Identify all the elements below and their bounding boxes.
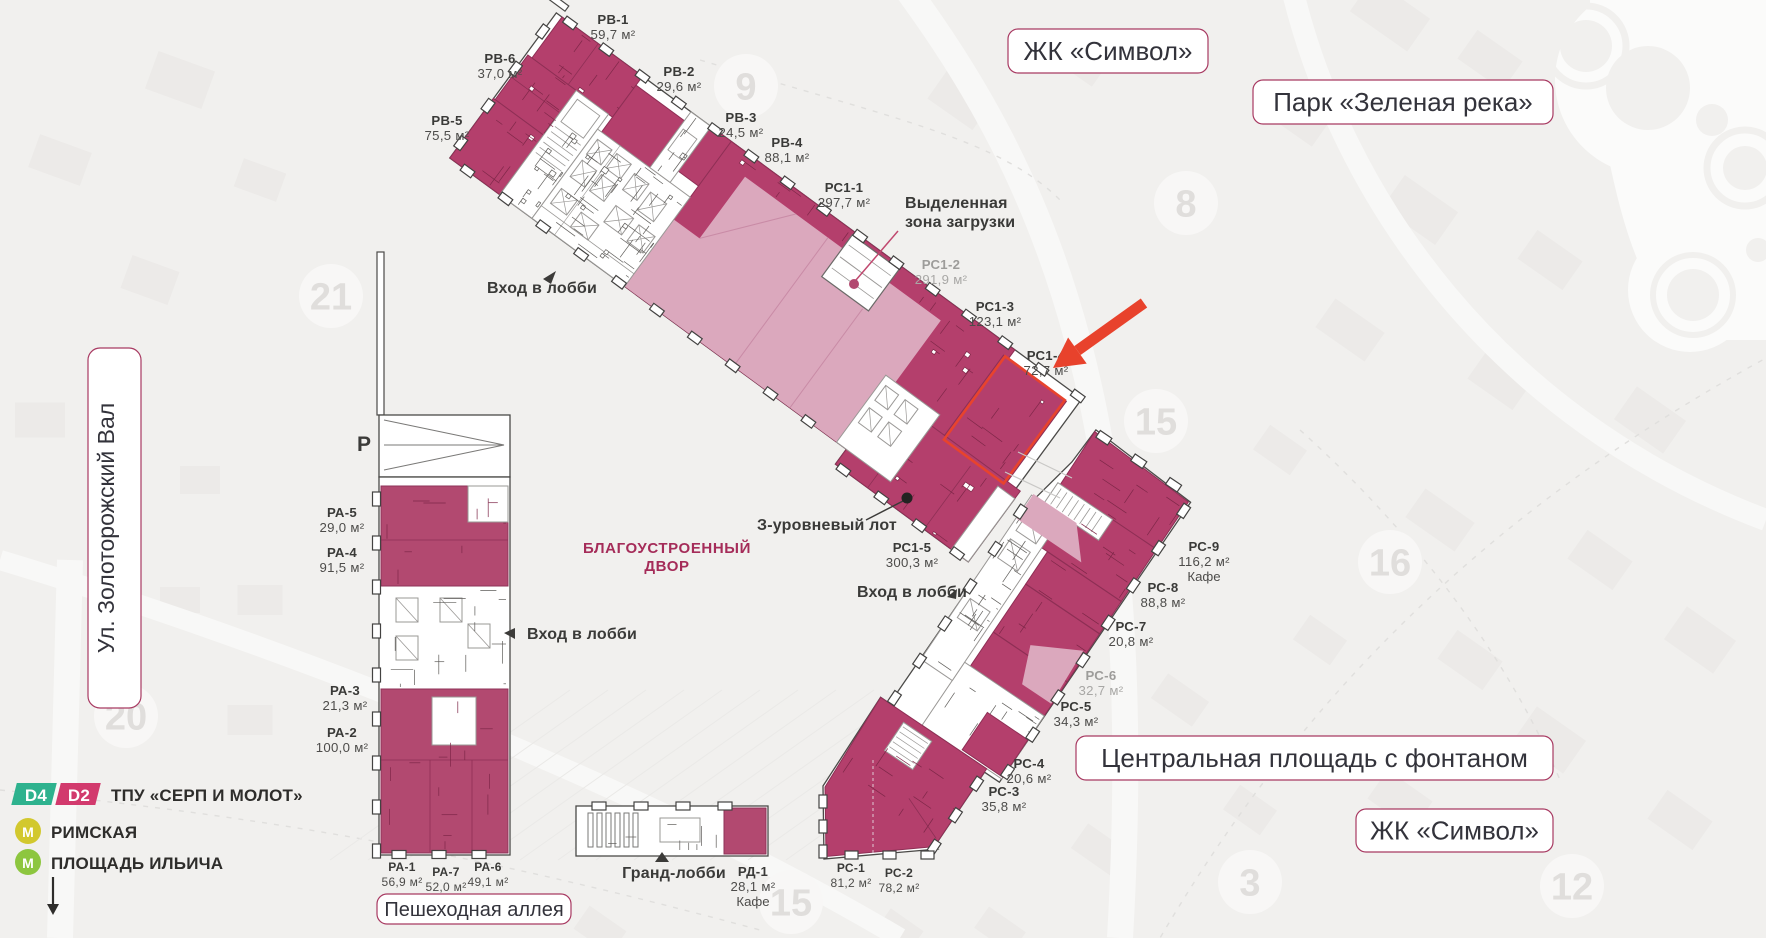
svg-text:РВ-2: РВ-2	[663, 64, 694, 79]
svg-text:РВ-3: РВ-3	[725, 110, 756, 125]
svg-text:32,7 м²: 32,7 м²	[1079, 683, 1124, 698]
svg-text:РВ-5: РВ-5	[431, 113, 462, 128]
svg-text:3: 3	[1239, 862, 1260, 904]
svg-text:88,1 м²: 88,1 м²	[765, 150, 810, 165]
svg-text:ЖК «Символ»: ЖК «Символ»	[1370, 816, 1539, 846]
svg-text:Кафе: Кафе	[1187, 569, 1220, 584]
svg-text:Выделенная: Выделенная	[905, 195, 1008, 212]
svg-text:15: 15	[1135, 401, 1177, 443]
svg-text:Кафе: Кафе	[736, 894, 769, 909]
svg-text:РА-4: РА-4	[327, 545, 357, 560]
svg-text:РС-4: РС-4	[1014, 756, 1045, 771]
svg-text:РА-2: РА-2	[327, 725, 357, 740]
svg-text:59,7 м²: 59,7 м²	[591, 27, 636, 42]
svg-text:Ул. Золоторожский Вал: Ул. Золоторожский Вал	[93, 403, 119, 653]
svg-text:29,0 м²: 29,0 м²	[320, 520, 365, 535]
svg-text:37,0 м²: 37,0 м²	[478, 66, 523, 81]
svg-text:РС1-5: РС1-5	[893, 540, 932, 555]
svg-text:РС-7: РС-7	[1116, 619, 1147, 634]
svg-text:РД-1: РД-1	[738, 864, 768, 879]
svg-text:Вход в лобби: Вход в лобби	[527, 626, 637, 643]
svg-text:D2: D2	[68, 786, 90, 805]
svg-text:ЖК «Символ»: ЖК «Символ»	[1023, 36, 1192, 66]
svg-text:ТПУ «СЕРП И МОЛОТ»: ТПУ «СЕРП И МОЛОТ»	[111, 786, 303, 805]
svg-text:15: 15	[770, 882, 812, 924]
svg-text:Центральная площадь с фонтаном: Центральная площадь с фонтаном	[1101, 743, 1528, 773]
svg-text:Р: Р	[357, 433, 371, 456]
svg-text:49,1 м²: 49,1 м²	[467, 875, 508, 889]
svg-text:зона загрузки: зона загрузки	[905, 214, 1015, 231]
svg-text:Гранд-лобби: Гранд-лобби	[622, 865, 726, 882]
svg-text:РС1-1: РС1-1	[825, 180, 864, 195]
svg-text:123,1 м²: 123,1 м²	[969, 314, 1022, 329]
svg-text:РС1-2: РС1-2	[922, 257, 961, 272]
svg-text:РС-2: РС-2	[885, 866, 913, 880]
svg-text:24,5 м²: 24,5 м²	[719, 125, 764, 140]
svg-text:20,8 м²: 20,8 м²	[1109, 634, 1154, 649]
svg-text:56,9 м²: 56,9 м²	[381, 875, 422, 889]
svg-text:52,0 м²: 52,0 м²	[425, 880, 466, 894]
svg-text:М: М	[22, 855, 34, 871]
svg-text:116,2 м²: 116,2 м²	[1178, 554, 1230, 569]
svg-text:35,8 м²: 35,8 м²	[982, 799, 1027, 814]
svg-text:РА-6: РА-6	[474, 860, 502, 874]
svg-text:81,2 м²: 81,2 м²	[830, 876, 871, 890]
svg-text:16: 16	[1369, 542, 1411, 584]
svg-text:ПЛОЩАДЬ ИЛЬИЧА: ПЛОЩАДЬ ИЛЬИЧА	[51, 854, 223, 873]
svg-text:РВ-4: РВ-4	[771, 135, 803, 150]
svg-text:34,3 м²: 34,3 м²	[1054, 714, 1099, 729]
svg-text:РВ-6: РВ-6	[484, 51, 515, 66]
svg-text:Пешеходная аллея: Пешеходная аллея	[384, 899, 563, 921]
svg-text:РС-5: РС-5	[1061, 699, 1092, 714]
svg-text:29,6 м²: 29,6 м²	[657, 79, 702, 94]
svg-text:РС-3: РС-3	[989, 784, 1020, 799]
svg-text:91,5 м²: 91,5 м²	[320, 560, 365, 575]
svg-text:РА-1: РА-1	[388, 860, 416, 874]
svg-text:100,0 м²: 100,0 м²	[316, 740, 369, 755]
svg-text:М: М	[22, 824, 34, 840]
svg-text:Вход в лобби: Вход в лобби	[487, 280, 597, 297]
svg-text:РС1-3: РС1-3	[976, 299, 1015, 314]
svg-text:РВ-1: РВ-1	[597, 12, 628, 27]
svg-text:РС-9: РС-9	[1189, 539, 1220, 554]
svg-text:291,9 м²: 291,9 м²	[915, 272, 968, 287]
svg-text:ДВОР: ДВОР	[644, 558, 689, 575]
svg-text:75,5 м²: 75,5 м²	[425, 128, 470, 143]
svg-text:РС-1: РС-1	[837, 861, 865, 875]
svg-text:РА-5: РА-5	[327, 505, 357, 520]
svg-text:Парк «Зеленая река»: Парк «Зеленая река»	[1273, 87, 1533, 117]
svg-text:300,3 м²: 300,3 м²	[886, 555, 939, 570]
svg-text:12: 12	[1551, 866, 1593, 908]
svg-text:28,1 м²: 28,1 м²	[731, 879, 776, 894]
svg-text:РА-7: РА-7	[432, 865, 460, 879]
svg-text:РА-3: РА-3	[330, 683, 360, 698]
svg-text:D4: D4	[25, 786, 47, 805]
svg-text:Вход в лобби: Вход в лобби	[857, 584, 967, 601]
svg-text:78,2 м²: 78,2 м²	[878, 881, 919, 895]
svg-text:БЛАГОУСТРОЕННЫЙ: БЛАГОУСТРОЕННЫЙ	[583, 539, 751, 557]
svg-text:РИМСКАЯ: РИМСКАЯ	[51, 823, 137, 842]
svg-text:РС-6: РС-6	[1086, 668, 1117, 683]
svg-text:8: 8	[1175, 183, 1196, 225]
svg-text:21,3 м²: 21,3 м²	[323, 698, 368, 713]
svg-text:9: 9	[735, 66, 756, 108]
svg-text:88,8 м²: 88,8 м²	[1141, 595, 1186, 610]
svg-text:РС-8: РС-8	[1148, 580, 1179, 595]
svg-text:З-уровневый лот: З-уровневый лот	[757, 517, 897, 534]
svg-text:297,7 м²: 297,7 м²	[818, 195, 871, 210]
